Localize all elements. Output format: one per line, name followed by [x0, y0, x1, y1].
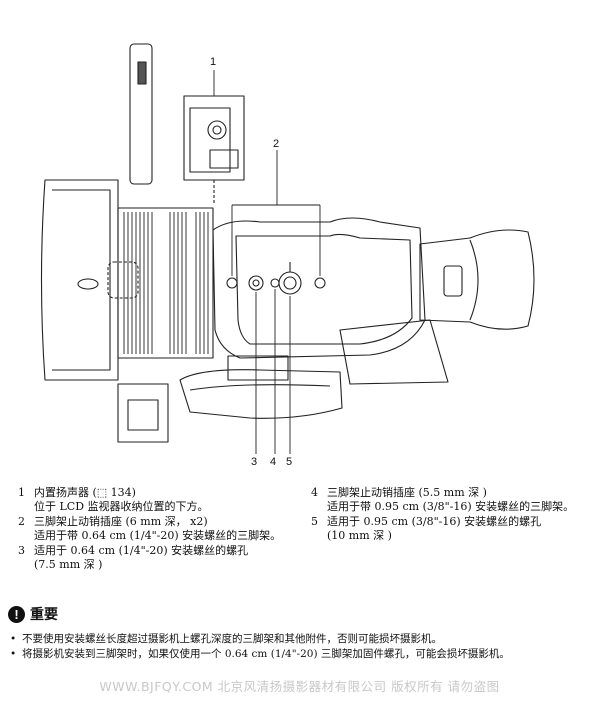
legend-column-right: 4 三脚架止动销插座 (5.5 mm 深 ) 适用于带 0.95 cm (3/8… — [311, 486, 593, 544]
eyecup — [419, 229, 535, 330]
important-heading: ! 重要 — [8, 604, 588, 624]
screw-hole-quarter-inch — [248, 275, 264, 291]
top-handle — [129, 43, 153, 185]
screw-hole-three-eighths — [278, 271, 302, 295]
pin-socket-center — [270, 278, 280, 288]
callout-3: 3 — [251, 456, 258, 468]
camera-bottom-view-illustration: 1 2 3 4 5 — [40, 43, 535, 468]
important-title: 重要 — [30, 607, 58, 623]
watermark-text: WWW.BJFQY.COM 北京风清扬摄影器材有限公司 版权所有 请勿盗图 — [99, 679, 500, 694]
callout-4: 4 — [270, 456, 277, 468]
legend-item: 5 适用于 0.95 cm (3/8"-16) 安装螺丝的螺孔 (10 mm 深… — [311, 515, 542, 542]
grip-strap — [179, 369, 343, 419]
accessory-shoe — [117, 383, 169, 443]
bullet-icon: • — [10, 633, 17, 645]
legend-column-left: 1 内置扬声器 (⬚ 134) 位于 LCD 监视器收纳位置的下方。 2 三脚架… — [18, 486, 308, 573]
pin-socket-left — [226, 277, 238, 289]
legend-item: 3 适用于 0.64 cm (1/4"-20) 安装螺丝的螺孔 (7.5 mm … — [18, 544, 249, 571]
lens-hood — [40, 179, 119, 381]
callout-5: 5 — [286, 456, 293, 468]
important-notice: ! 重要 • 不要使用安装螺丝长度超过摄影机上螺孔深度的三脚架和其他附件，否则可… — [8, 604, 588, 662]
callout-2: 2 — [273, 138, 280, 150]
legend-item: 1 内置扬声器 (⬚ 134) 位于 LCD 监视器收纳位置的下方。 — [18, 486, 209, 513]
camera-line-drawing — [40, 43, 535, 454]
legend-item: 2 三脚架止动销插座 (6 mm 深， x2) 适用于带 0.64 cm (1/… — [18, 515, 282, 542]
lens-barrel — [117, 207, 214, 359]
notice-bullet: • 将摄影机安装到三脚架时，如果仅使用一个 0.64 cm (1/4"-20) … — [10, 648, 510, 660]
callout-1: 1 — [210, 56, 217, 68]
bullet-icon: • — [10, 648, 17, 660]
pin-socket-right — [314, 277, 326, 289]
exclamation-icon: ! — [8, 605, 25, 623]
legend-item: 4 三脚架止动销插座 (5.5 mm 深 ) 适用于带 0.95 cm (3/8… — [311, 486, 575, 513]
notice-bullet: • 不要使用安装螺丝长度超过摄影机上螺孔深度的三脚架和其他附件，否则可能损坏摄影… — [10, 633, 442, 645]
